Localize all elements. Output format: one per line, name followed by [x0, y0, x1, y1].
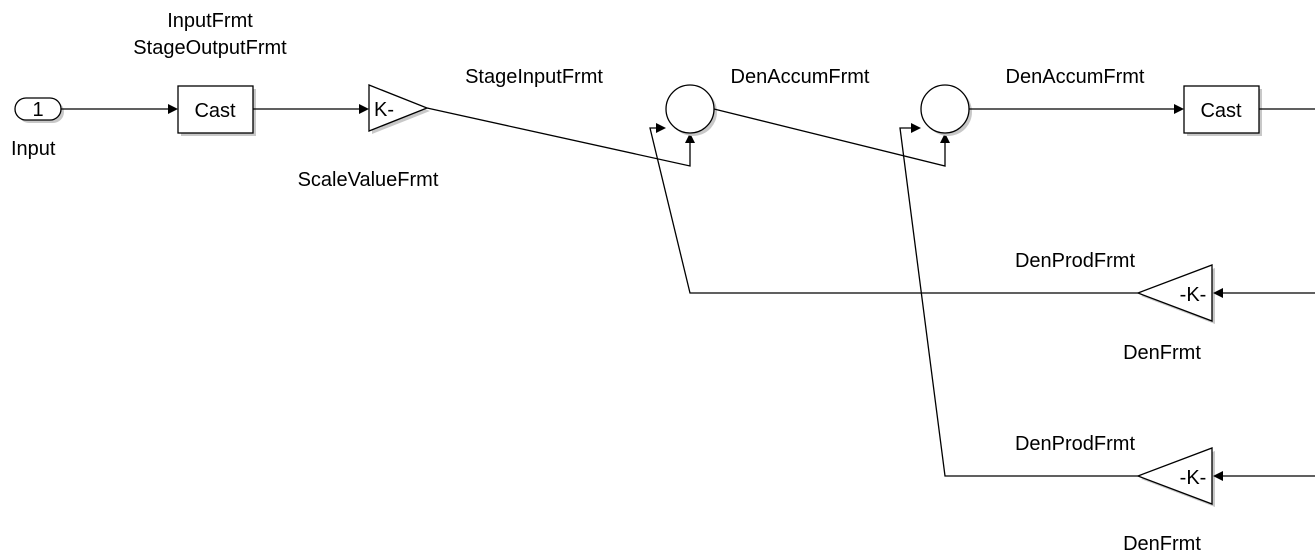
signal-line-den-1-input[interactable]	[1213, 288, 1315, 298]
gain-den-block-1[interactable]: -K-	[1136, 264, 1215, 324]
signal-label-den-accum-1: DenAccumFrmt	[731, 66, 870, 88]
signal-line-feedback-1[interactable]	[649, 123, 1138, 294]
signal-line-den-2-input[interactable]	[1213, 471, 1315, 481]
gain-den-block-2[interactable]: -K-	[1136, 447, 1215, 507]
signal-label-den-accum-2: DenAccumFrmt	[1006, 66, 1145, 88]
inport-name: Input	[11, 138, 56, 160]
inport-block[interactable]: 1	[14, 97, 64, 123]
sum-block-1[interactable]	[665, 84, 717, 136]
signal-line-den-accum-2[interactable]	[969, 104, 1184, 114]
signal-line-input[interactable]	[61, 104, 178, 114]
inport-number: 1	[32, 99, 43, 121]
gain-scale-label: K-	[374, 99, 394, 121]
gain-den-2-param-top: DenProdFrmt	[1015, 433, 1135, 455]
gain-den-2-param-bottom: DenFrmt	[1123, 533, 1201, 555]
cast-input-param-top: InputFrmt	[167, 10, 253, 32]
signal-line-feedback-2[interactable]	[899, 123, 1138, 477]
cast-input-block[interactable]: Cast	[177, 85, 256, 136]
gain-den-1-param-bottom: DenFrmt	[1123, 342, 1201, 364]
gain-scale-param: ScaleValueFrmt	[298, 169, 439, 191]
cast-output-label: Cast	[1200, 100, 1242, 122]
cast-input-label: Cast	[194, 100, 236, 122]
sum-block-2[interactable]	[920, 84, 972, 136]
signal-line-stage-input[interactable]	[426, 107, 695, 167]
signal-line-den-accum-1[interactable]	[713, 108, 950, 167]
gain-scale-block[interactable]: K-	[368, 84, 430, 134]
cast-input-param-bottom: StageOutputFrmt	[133, 37, 287, 59]
signal-line-cast-to-gain[interactable]	[253, 104, 369, 114]
gain-den-1-param-top: DenProdFrmt	[1015, 250, 1135, 272]
cast-output-block[interactable]: Cast	[1183, 85, 1262, 136]
gain-den-2-label: -K-	[1180, 467, 1207, 489]
gain-den-1-label: -K-	[1180, 284, 1207, 306]
signal-label-stage-input: StageInputFrmt	[465, 66, 603, 88]
